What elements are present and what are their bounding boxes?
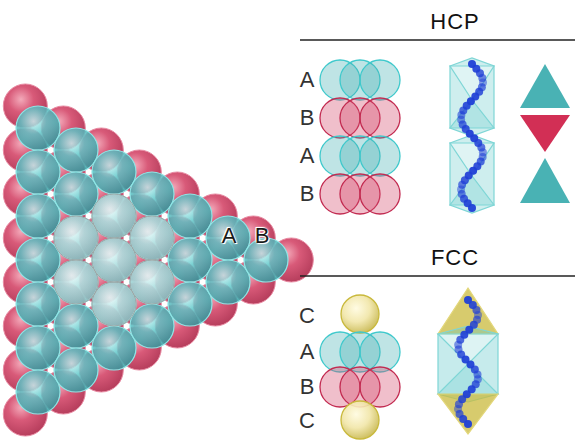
atom-dot bbox=[464, 420, 472, 428]
a-layer-sphere bbox=[130, 260, 174, 304]
layer-letter: A bbox=[300, 145, 315, 167]
neighbour-sphere bbox=[54, 216, 98, 260]
fcc-polyhedron bbox=[438, 288, 498, 434]
a-layer-sphere bbox=[16, 326, 60, 370]
a-layer-sphere bbox=[168, 238, 212, 282]
a-layer-sphere bbox=[54, 260, 98, 304]
neighbour-sphere bbox=[54, 260, 98, 304]
atom-path bbox=[457, 60, 487, 212]
neighbour-sphere bbox=[92, 194, 136, 238]
a-layer-sphere bbox=[16, 106, 60, 150]
a-layer-sphere bbox=[16, 282, 60, 326]
layer-letter: B bbox=[300, 183, 315, 205]
a-layer-sphere bbox=[130, 216, 174, 260]
a-layer-sphere bbox=[54, 216, 98, 260]
a-layer-sphere bbox=[54, 304, 98, 348]
section-rule bbox=[300, 39, 575, 41]
layer-letter: A bbox=[300, 69, 315, 91]
a-layer-sphere bbox=[130, 172, 174, 216]
a-layer-sphere bbox=[54, 348, 98, 392]
a-layer-sphere bbox=[92, 238, 136, 282]
layer-sphere bbox=[360, 136, 400, 176]
a-layer-sphere bbox=[16, 238, 60, 282]
a-layer-sphere bbox=[168, 282, 212, 326]
a-layer-triangle bbox=[520, 64, 570, 108]
layer-letter: A bbox=[300, 341, 315, 363]
layer-letter: C bbox=[299, 410, 315, 432]
a-layer-sphere bbox=[92, 150, 136, 194]
neighbour-sphere bbox=[130, 216, 174, 260]
layer-sphere bbox=[360, 98, 400, 138]
atom-path bbox=[454, 296, 482, 428]
sphere-lattice bbox=[3, 84, 313, 436]
layer-sphere bbox=[360, 367, 400, 407]
layer-sphere bbox=[341, 401, 379, 439]
a-layer-sphere bbox=[206, 260, 250, 304]
layer-letter: B bbox=[300, 376, 315, 398]
a-layer-sphere bbox=[16, 194, 60, 238]
a-layer-sphere bbox=[92, 194, 136, 238]
a-layer-sphere bbox=[168, 194, 212, 238]
layer-triangles bbox=[520, 64, 570, 203]
layer-sphere bbox=[360, 332, 400, 372]
neighbour-sphere bbox=[130, 260, 174, 304]
neighbour-sphere bbox=[92, 238, 136, 282]
a-layer-sphere bbox=[130, 304, 174, 348]
a-layer-sphere bbox=[92, 282, 136, 326]
layer-letter: A bbox=[222, 225, 237, 247]
b-layer-triangle bbox=[520, 115, 570, 152]
section-heading: FCC bbox=[431, 247, 479, 269]
a-layer-sphere bbox=[16, 370, 60, 414]
a-layer-triangle bbox=[520, 158, 570, 203]
layer-letter: B bbox=[255, 225, 270, 247]
layer-sphere bbox=[360, 60, 400, 100]
layer-stacks bbox=[320, 60, 400, 439]
layer-letter: C bbox=[299, 305, 315, 327]
neighbour-sphere bbox=[92, 282, 136, 326]
layer-sphere bbox=[360, 174, 400, 214]
section-rule bbox=[300, 275, 575, 277]
layer-letter: B bbox=[300, 107, 315, 129]
a-layer-sphere bbox=[206, 216, 250, 260]
atom-dot bbox=[468, 204, 476, 212]
a-layer-sphere bbox=[16, 150, 60, 194]
a-layer-sphere bbox=[92, 326, 136, 370]
a-layer-sphere bbox=[54, 128, 98, 172]
a-layer-sphere bbox=[54, 172, 98, 216]
layer-sphere bbox=[341, 295, 379, 333]
section-heading: HCP bbox=[430, 11, 479, 33]
hcp-polyhedron bbox=[450, 58, 494, 213]
